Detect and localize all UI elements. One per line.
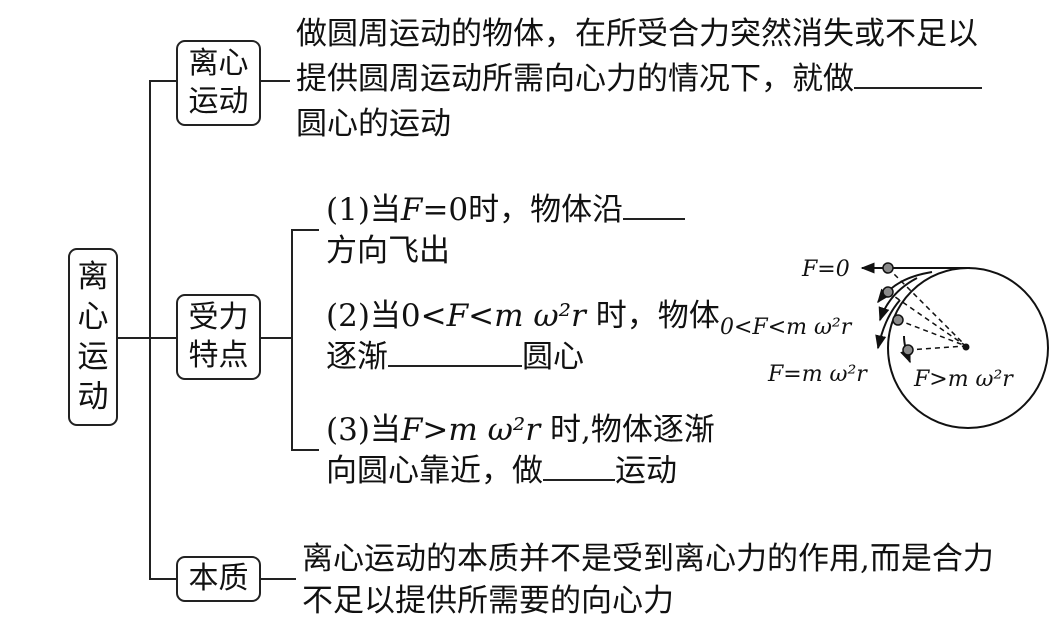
text-fragment: 向圆心靠近，做 — [326, 453, 543, 489]
node-label-line: 受力 — [188, 300, 249, 335]
text-fragment: 时，物体 — [585, 298, 720, 334]
root-node: 离 心 运 动 — [68, 248, 118, 426]
answer-blank[interactable] — [623, 190, 686, 220]
label-f-equal: F=m ω²r — [767, 362, 868, 387]
particle — [902, 344, 914, 356]
node-label-line: 运动 — [188, 84, 249, 119]
centrifugal-line-2: 提供圆周运动所需向心力的情况下，就做 — [296, 59, 982, 99]
text-fragment: 逐渐 — [326, 339, 388, 375]
bracket-top-tick — [291, 229, 319, 231]
force-item-3-line-2: 向圆心靠近，做 运动 — [326, 451, 677, 491]
label-f-less: 0<F<m ω²r — [720, 315, 853, 340]
math-expr: F<m ω²r — [446, 298, 586, 334]
label-f-zero: F=0 — [801, 257, 850, 282]
text-fragment: 时,物体逐渐 — [540, 412, 715, 448]
math-expr: F>m ω²r — [400, 412, 541, 448]
root-char-4: 动 — [77, 379, 109, 415]
radius-dashed — [907, 345, 967, 351]
branch2-connector — [149, 337, 177, 339]
root-char-3: 运 — [77, 339, 109, 375]
label-f-greater: F>m ω²r — [913, 367, 1014, 392]
node-label-line: 特点 — [188, 338, 249, 373]
centrifugal-line-2-text: 提供圆周运动所需向心力的情况下，就做 — [296, 61, 854, 97]
branch1-text-connector — [260, 80, 290, 82]
force-item-2-line-1: (2)当0<F<m ω²r 时，物体 — [326, 296, 720, 336]
main-trunk — [149, 80, 151, 579]
text-fragment: (3)当 — [326, 412, 401, 448]
force-item-1-line-2: 方向飞出 — [326, 233, 450, 269]
answer-blank[interactable] — [854, 59, 982, 89]
root-connector — [116, 337, 150, 339]
root-char-1: 离 — [77, 259, 109, 295]
answer-blank[interactable] — [543, 451, 615, 481]
node-force-features: 受力 特点 — [176, 294, 261, 380]
branch3-connector — [149, 578, 177, 580]
node-label-line: 离心 — [188, 46, 249, 81]
radius-dashed — [897, 319, 967, 347]
particle — [882, 286, 894, 298]
curve-path — [877, 271, 933, 304]
text-fragment: 运动 — [615, 453, 677, 489]
center-dot — [962, 343, 970, 351]
curve-path — [875, 299, 901, 350]
force-item-1-line-1: (1)当F=0时，物体沿 — [326, 190, 686, 230]
centrifugal-line-1: 做圆周运动的物体，在所受合力突然消失或不足以 — [296, 16, 978, 52]
text-fragment: (2)当0< — [326, 298, 447, 334]
node-label: 本质 — [188, 561, 249, 597]
particle — [882, 262, 894, 274]
text-fragment: (1)当 — [326, 192, 401, 228]
branch3-text-connector — [260, 578, 296, 580]
math-expr: F — [400, 192, 423, 228]
force-item-3-line-1: (3)当F>m ω²r 时,物体逐渐 — [326, 410, 715, 450]
radius-dashed — [887, 291, 967, 347]
answer-blank[interactable] — [388, 337, 522, 367]
essence-line-1: 离心运动的本质并不是受到离心力的作用,而是合力 — [302, 541, 994, 577]
centrifugal-motion-figure: F=0 0<F<m ω²r F=m ω²r F>m ω²r — [720, 257, 1049, 429]
branch2-bracket-connector — [260, 337, 292, 339]
curve-path — [878, 277, 918, 322]
bracket-bottom-tick — [291, 449, 319, 451]
force-item-2-line-2: 逐渐 圆心 — [326, 337, 584, 377]
branch2-bracket — [291, 229, 293, 450]
text-fragment: =0时，物体沿 — [422, 192, 624, 228]
text-fragment: 圆心 — [522, 339, 584, 375]
essence-line-2: 不足以提供所需要的向心力 — [302, 583, 674, 619]
node-centrifugal-motion: 离心 运动 — [176, 40, 261, 126]
root-char-2: 心 — [77, 299, 109, 335]
branch1-connector — [149, 80, 177, 82]
particle — [892, 314, 904, 326]
node-essence: 本质 — [176, 556, 261, 602]
centrifugal-line-3: 圆心的运动 — [296, 106, 451, 142]
